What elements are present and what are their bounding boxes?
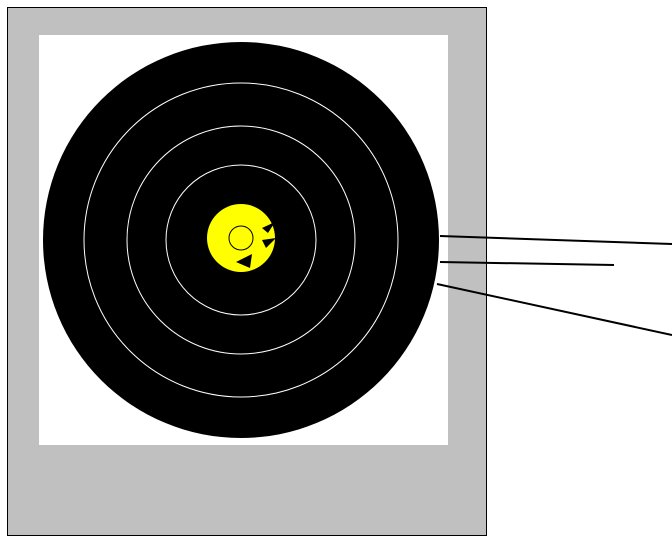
target-diagram <box>0 0 672 536</box>
target-svg <box>0 0 672 536</box>
